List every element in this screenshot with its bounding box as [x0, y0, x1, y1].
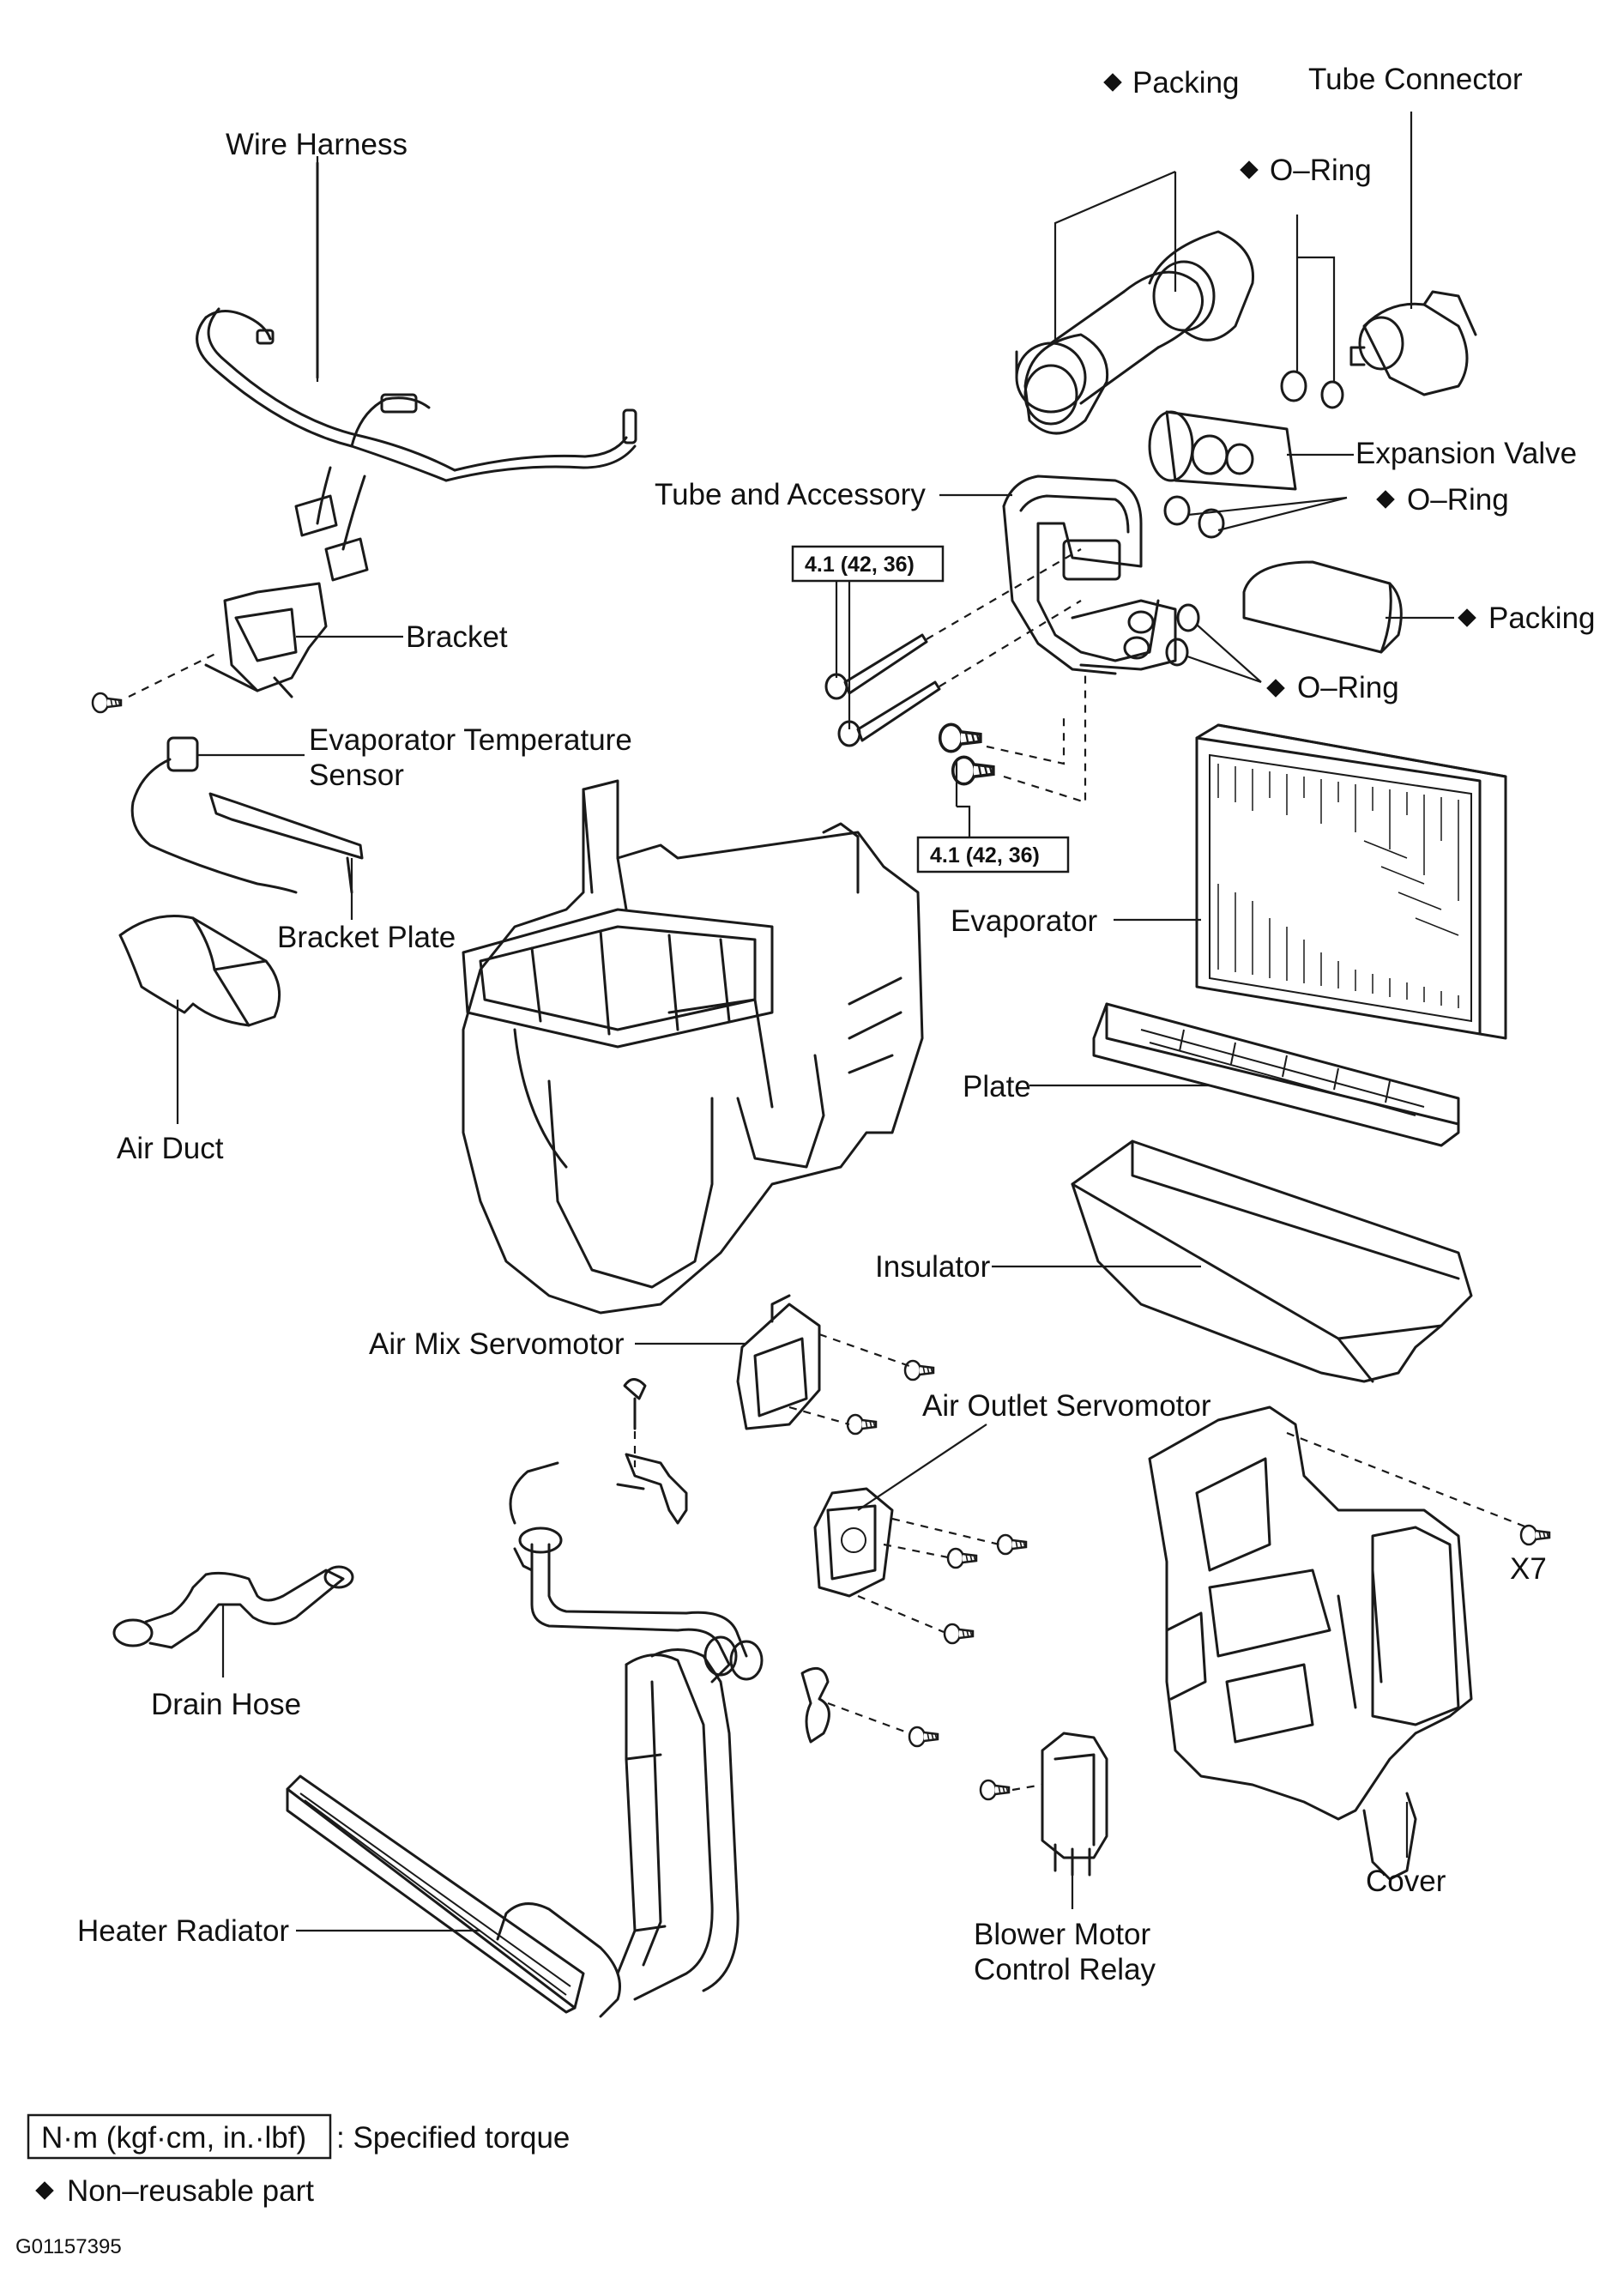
cover-screw-dash — [1286, 1431, 1528, 1529]
air-mix-label: Air Mix Servomotor — [369, 1327, 625, 1361]
wire-harness-label: Wire Harness — [226, 128, 408, 161]
cover-screw-icon — [1519, 1524, 1551, 1546]
torque-box-upper: 4.1 (42, 36) — [791, 545, 945, 583]
heater-radiator-label: Heater Radiator — [77, 1914, 289, 1948]
main-housing-part — [462, 779, 924, 1315]
o-ring-top-part — [1280, 370, 1344, 409]
expansion-valve-label: Expansion Valve — [1355, 437, 1577, 470]
evap-sensor-label-2: Sensor — [309, 759, 404, 792]
evaporator-part — [1195, 723, 1507, 1040]
short-bolts-part — [938, 722, 995, 786]
tube-and-accessory-part — [1002, 475, 1177, 675]
tube-accessory-label: Tube and Accessory — [655, 478, 926, 511]
pipe-clamp-part — [616, 1453, 688, 1525]
air-outlet-label: Air Outlet Servomotor — [922, 1389, 1211, 1423]
packing-top-diamond-icon — [1103, 73, 1122, 92]
air-outlet-screw-3-icon — [943, 1623, 975, 1645]
torque-box-lower: 4.1 (42, 36) — [916, 836, 1070, 873]
relay-screw-dash — [1011, 1783, 1043, 1792]
air-outlet-screw-2-icon — [946, 1547, 978, 1569]
air-mix-screw-dash — [788, 1333, 910, 1426]
o-ring-mid-2 — [1198, 508, 1225, 539]
o-ring-right-leader — [1186, 624, 1262, 684]
legend-unit-text: N·m (kgf·cm, in.·lbf) — [41, 2121, 306, 2155]
air-outlet-servomotor-part — [813, 1487, 894, 1598]
clip-bracket-part — [800, 1666, 830, 1744]
bracket-label: Bracket — [406, 620, 508, 654]
short-bolts-dash — [986, 669, 1087, 804]
long-bolts-part — [824, 633, 941, 747]
long-bolts-dash — [926, 548, 1082, 687]
legend-non-reusable: Non–reusable part — [67, 2174, 314, 2208]
packing-right-part — [1242, 560, 1403, 654]
o-ring-mid-1 — [1163, 495, 1191, 526]
o-ring-top-label: O–Ring — [1270, 154, 1372, 187]
blower-relay-label-2: Control Relay — [974, 1953, 1156, 1986]
bracket-part — [204, 582, 328, 698]
drain-hose-label: Drain Hose — [151, 1688, 301, 1721]
blower-relay-part — [1041, 1732, 1108, 1877]
wire-harness-part — [196, 161, 637, 582]
clip-screw-dash — [827, 1702, 910, 1735]
air-duct-label: Air Duct — [117, 1132, 224, 1165]
insulator-label: Insulator — [875, 1250, 991, 1284]
insulator-part — [1071, 1139, 1473, 1383]
heater-pipes-part — [509, 1461, 764, 2001]
tube-connector-part — [1349, 290, 1477, 396]
relay-screw-icon — [979, 1779, 1011, 1801]
torque-upper-text: 4.1 (42, 36) — [805, 553, 915, 577]
air-mix-screw-1-icon — [903, 1359, 935, 1381]
air-outlet-screw-dash — [857, 1517, 1000, 1634]
plate-part — [1092, 1002, 1460, 1147]
evap-sensor-label-1: Evaporator Temperature — [309, 723, 632, 757]
expansion-valve-part — [1148, 410, 1297, 491]
o-ring-right-2 — [1165, 638, 1189, 667]
cover-label: Cover — [1366, 1865, 1446, 1898]
legend-specified-torque: : Specified torque — [336, 2121, 570, 2155]
torque-upper-leader — [835, 581, 851, 729]
o-ring-mid-label: O–Ring — [1407, 483, 1509, 517]
o-ring-top-leader — [1295, 215, 1336, 382]
legend-unit-box — [27, 2113, 332, 2160]
heater-radiator-part — [286, 1774, 621, 2018]
o-ring-right-label: O–Ring — [1297, 671, 1399, 704]
packing-right-label: Packing — [1488, 601, 1596, 635]
bracket-plate-label: Bracket Plate — [277, 921, 456, 954]
air-mix-servomotor-part — [736, 1294, 821, 1430]
figure-code: G01157395 — [15, 2235, 122, 2258]
air-outlet-leader — [857, 1424, 987, 1511]
legend-diamond-icon — [35, 2181, 54, 2200]
o-ring-right-1 — [1176, 603, 1200, 632]
air-duct-part — [118, 915, 281, 1027]
legend: N·m (kgf·cm, in.·lbf) : Specified torque… — [27, 2113, 570, 2208]
o-ring-right-diamond-icon — [1266, 679, 1285, 698]
air-outlet-screw-1-icon — [996, 1533, 1028, 1556]
clip-part — [623, 1378, 647, 1430]
o-ring-top-diamond-icon — [1240, 160, 1259, 179]
blower-relay-label-1: Blower Motor — [974, 1918, 1151, 1951]
drain-hose-part — [112, 1565, 354, 1649]
cover-part — [1148, 1405, 1473, 1881]
plate-label: Plate — [963, 1070, 1031, 1103]
bracket-screw-dash — [128, 651, 220, 698]
packing-top-label: Packing — [1132, 66, 1240, 100]
packing-top-part — [1015, 230, 1254, 435]
torque-lower-leader — [955, 759, 971, 837]
evaporator-label: Evaporator — [951, 904, 1098, 938]
o-ring-mid-diamond-icon — [1376, 490, 1395, 509]
air-mix-screw-2-icon — [846, 1413, 878, 1436]
o-ring-mid-leader — [1187, 496, 1348, 532]
clip-screw-icon — [908, 1726, 939, 1748]
tube-connector-label: Tube Connector — [1308, 63, 1523, 96]
bracket-screw-icon — [91, 692, 123, 714]
x7-label: X7 — [1510, 1552, 1547, 1586]
torque-lower-text: 4.1 (42, 36) — [930, 843, 1040, 867]
packing-right-diamond-icon — [1458, 608, 1476, 627]
packing-top-leader — [1053, 170, 1177, 343]
